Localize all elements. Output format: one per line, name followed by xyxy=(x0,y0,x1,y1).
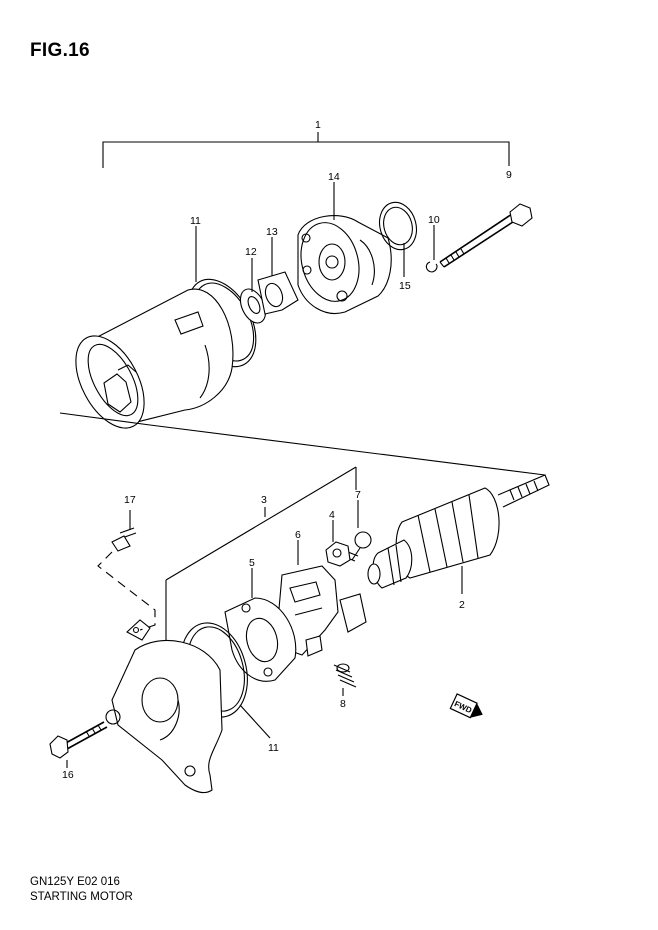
assembly-guide-lines xyxy=(59,412,546,640)
part-3-front-housing xyxy=(105,619,223,794)
motor-yoke-housing xyxy=(75,288,234,429)
callout-6: 6 xyxy=(295,529,301,541)
callout-8: 8 xyxy=(340,698,346,710)
callout-17: 17 xyxy=(124,494,136,506)
figure-title: FIG.16 xyxy=(30,40,90,61)
callout-5: 5 xyxy=(249,557,255,569)
callout-leaders xyxy=(195,182,463,594)
part-8-spring xyxy=(333,663,357,696)
part-16-bolt xyxy=(49,721,108,768)
fwd-direction-badge: FWD xyxy=(449,693,483,719)
callout-10: 10 xyxy=(428,214,440,226)
assembly-bracket-1 xyxy=(102,132,510,168)
diagram-name: STARTING MOTOR xyxy=(30,891,133,903)
callout-14: 14 xyxy=(328,171,340,183)
part-17-screw xyxy=(97,510,156,631)
callout-16: 16 xyxy=(62,769,74,781)
part-5-brush-plate xyxy=(224,568,297,682)
callout-9: 9 xyxy=(506,169,512,181)
callout-13: 13 xyxy=(266,226,278,238)
callout-2: 2 xyxy=(459,599,465,611)
diagram-code: GN125Y E02 016 xyxy=(30,876,120,888)
callout-numbers: 1 2 3 4 5 6 7 8 9 10 11 11 12 13 14 15 1… xyxy=(62,119,512,781)
callout-12: 12 xyxy=(245,246,257,258)
callout-7: 7 xyxy=(355,489,361,501)
part-14-end-cover xyxy=(297,215,392,314)
callout-4: 4 xyxy=(329,509,335,521)
callout-1: 1 xyxy=(315,119,321,131)
part-4-nut xyxy=(325,520,351,567)
callout-11-bottom: 11 xyxy=(268,742,279,754)
part-13-lock-plate xyxy=(257,271,299,315)
callout-11-top: 11 xyxy=(190,215,201,227)
part-2-armature xyxy=(367,474,550,589)
part-10-clip xyxy=(425,261,438,273)
callout-15: 15 xyxy=(399,280,411,292)
part-9-through-bolt xyxy=(439,203,533,268)
callout-3: 3 xyxy=(261,494,267,506)
